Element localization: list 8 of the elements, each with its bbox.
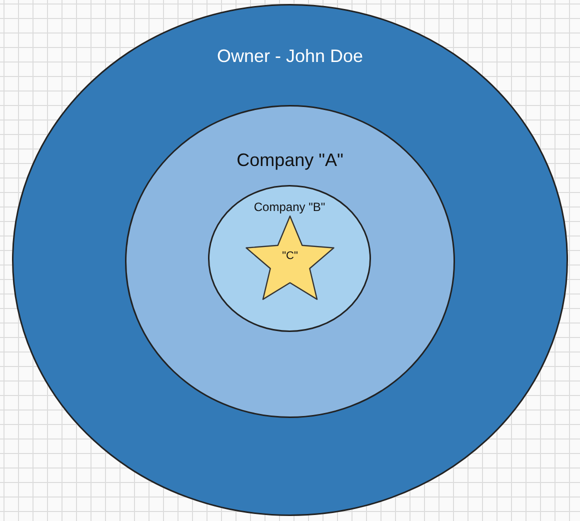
ellipse-label: Owner - John Doe bbox=[216, 46, 364, 67]
ellipse-label: Company "A" bbox=[236, 150, 344, 171]
outer-ellipse bbox=[12, 4, 568, 516]
ellipse-label: "C" bbox=[282, 250, 298, 262]
middle-ellipse bbox=[125, 105, 455, 418]
star bbox=[244, 217, 336, 299]
ellipse-label: Company "B" bbox=[254, 200, 326, 214]
inner-ellipse bbox=[208, 185, 371, 332]
